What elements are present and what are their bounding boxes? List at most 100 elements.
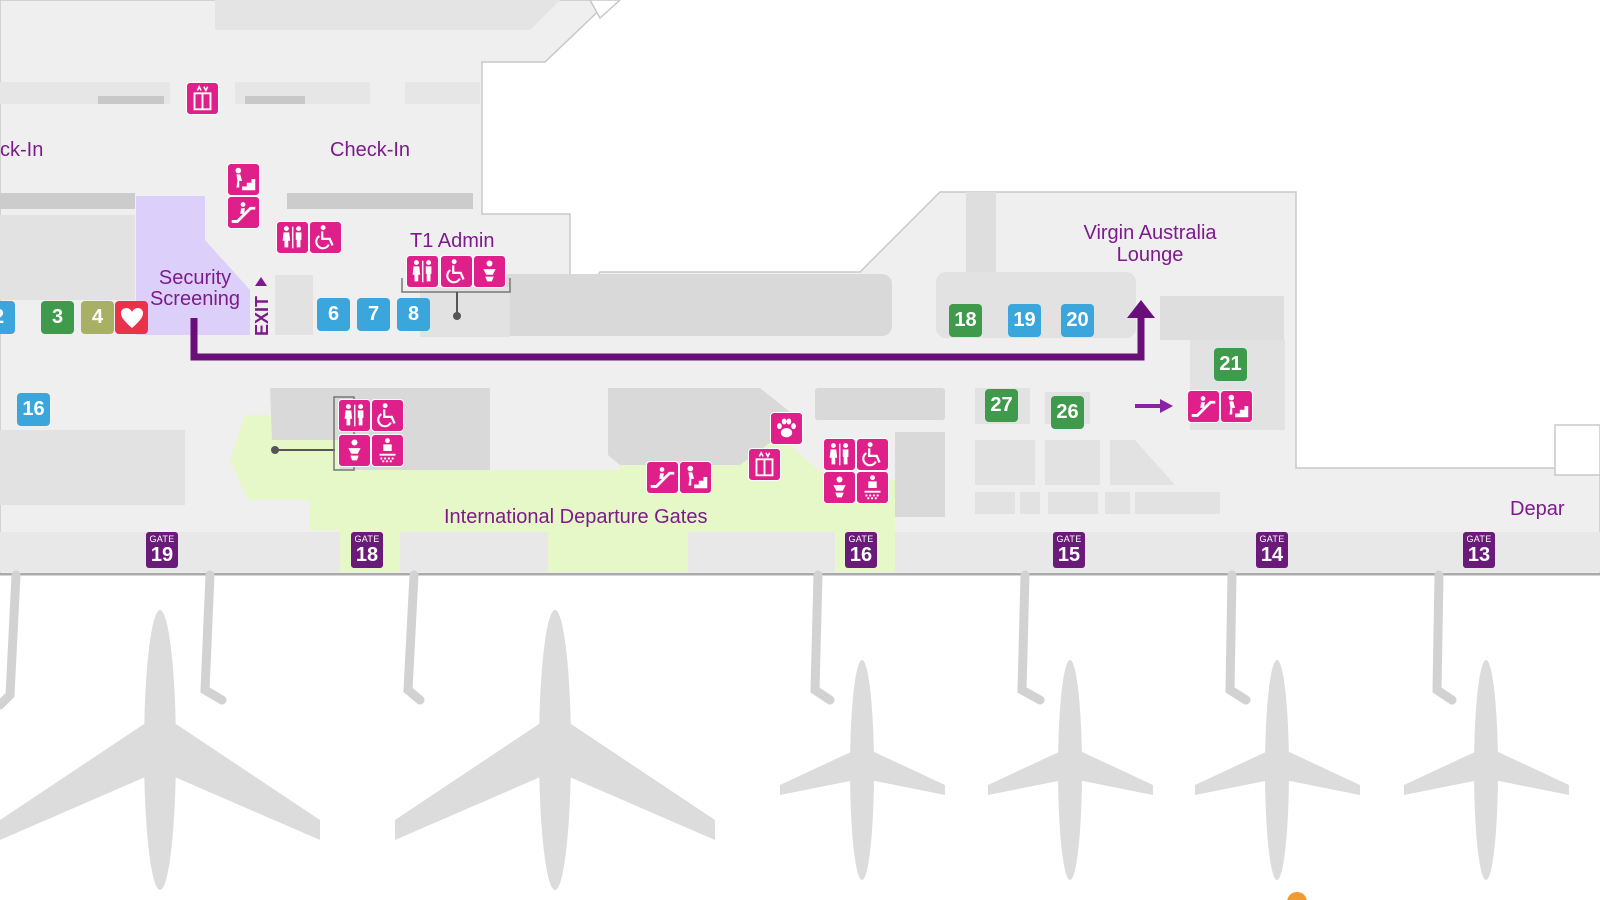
counter-badge: 4 — [81, 301, 114, 334]
check-in-hall-block — [0, 215, 135, 300]
accessible-icon — [856, 438, 889, 471]
departures-label: Depar — [1510, 498, 1565, 520]
baby-change-icon — [338, 434, 371, 467]
counter-badge: 27 — [985, 389, 1018, 422]
gate-boarding-band — [0, 532, 1600, 572]
gate-word: GATE — [1056, 534, 1082, 544]
orange-marker — [1287, 892, 1307, 900]
admin-office — [420, 287, 510, 337]
stairs-icon — [227, 163, 260, 196]
baby-change-icon — [823, 471, 856, 504]
toilets-icon — [823, 438, 856, 471]
shop-block — [1048, 492, 1098, 514]
security-screening-label-2: Screening — [149, 288, 241, 310]
accessible-icon — [309, 221, 342, 254]
shop-block — [975, 492, 1015, 514]
gate-boarding-band-green — [548, 532, 688, 572]
security-screening-label-1: Security — [158, 267, 232, 289]
shop-block — [1135, 492, 1220, 514]
escalator-icon — [227, 196, 260, 229]
counter-badge: 20 — [1061, 304, 1094, 337]
walking-route-arrowhead — [1127, 300, 1155, 318]
shop-block — [1020, 492, 1040, 514]
accessible-icon — [371, 399, 404, 432]
aircraft-large — [395, 610, 715, 890]
t1-admin-label: T1 Admin — [410, 230, 495, 252]
counter-badge: 19 — [1008, 304, 1041, 337]
right-pier-edge — [1554, 424, 1600, 476]
top-right-structure — [589, 0, 622, 20]
escalator-icon — [1187, 390, 1220, 423]
health-heart-icon — [115, 301, 148, 334]
baggage-belt — [98, 96, 164, 104]
shop-block — [815, 388, 945, 420]
baby-change-icon — [473, 255, 506, 288]
shop-block — [1110, 440, 1175, 485]
virgin-lounge-label-2: Lounge — [1116, 244, 1184, 266]
baggage-belt — [245, 96, 305, 104]
shower-icon — [856, 471, 889, 504]
gate-number: 13 — [1467, 544, 1491, 566]
check-in-label: Check-In — [330, 139, 411, 161]
lounge-block-right — [1160, 296, 1284, 340]
shop-block — [0, 430, 185, 505]
accessible-icon — [440, 255, 473, 288]
aircraft-small — [1195, 660, 1360, 880]
admin-block — [275, 275, 313, 335]
aircraft-small — [1404, 660, 1569, 880]
escalator-icon — [646, 461, 679, 494]
walking-route-arrowhead — [1160, 399, 1173, 413]
stairs-icon — [1220, 390, 1253, 423]
counter-badge: 2 — [0, 301, 15, 334]
gate-number: 16 — [849, 544, 873, 566]
shop-block — [165, 430, 185, 505]
aircraft-small — [780, 660, 945, 880]
toilets-icon — [338, 399, 371, 432]
counter-badge: 6 — [317, 298, 350, 331]
shop-block — [1105, 492, 1130, 514]
gate-number: 15 — [1057, 544, 1081, 566]
security-screening-zone — [136, 196, 250, 335]
walking-route-arrow — [190, 315, 1145, 361]
lift-icon — [186, 82, 219, 115]
checkin-band — [405, 82, 480, 104]
shop-block — [975, 440, 1035, 485]
gate-word: GATE — [1466, 534, 1492, 544]
exit-label: EXIT — [252, 295, 272, 336]
leader-dot — [453, 312, 461, 320]
check-in-label-left: ck-In — [0, 139, 44, 161]
central-walkway — [500, 274, 892, 336]
checkin-desks-row — [0, 193, 135, 209]
pet-relief-icon — [770, 412, 803, 445]
leader-dot — [271, 446, 279, 454]
counter-badge: 3 — [41, 301, 74, 334]
counter-badge: 18 — [949, 304, 982, 337]
counter-badge: 21 — [1214, 348, 1247, 381]
gate-number: 18 — [355, 544, 379, 566]
stairs-icon — [679, 461, 712, 494]
lounge-structure — [966, 192, 996, 272]
virgin-lounge-label-1: Virgin Australia — [1083, 222, 1217, 244]
aerobridges — [0, 570, 1457, 710]
aircraft-large — [0, 610, 320, 890]
counter-badge: 7 — [357, 298, 390, 331]
counter-badge: 8 — [397, 298, 430, 331]
gate-word: GATE — [354, 534, 380, 544]
leader-bracket — [333, 396, 355, 471]
international-departure-gates-label: International Departure Gates — [444, 506, 708, 528]
exit-arrow-icon — [255, 277, 267, 286]
shower-icon — [371, 434, 404, 467]
gate-number: 14 — [1260, 544, 1284, 566]
shop-block — [608, 388, 800, 465]
top-roof-structure — [215, 0, 560, 30]
aircraft-small — [988, 660, 1153, 880]
shop-block — [1045, 440, 1100, 485]
